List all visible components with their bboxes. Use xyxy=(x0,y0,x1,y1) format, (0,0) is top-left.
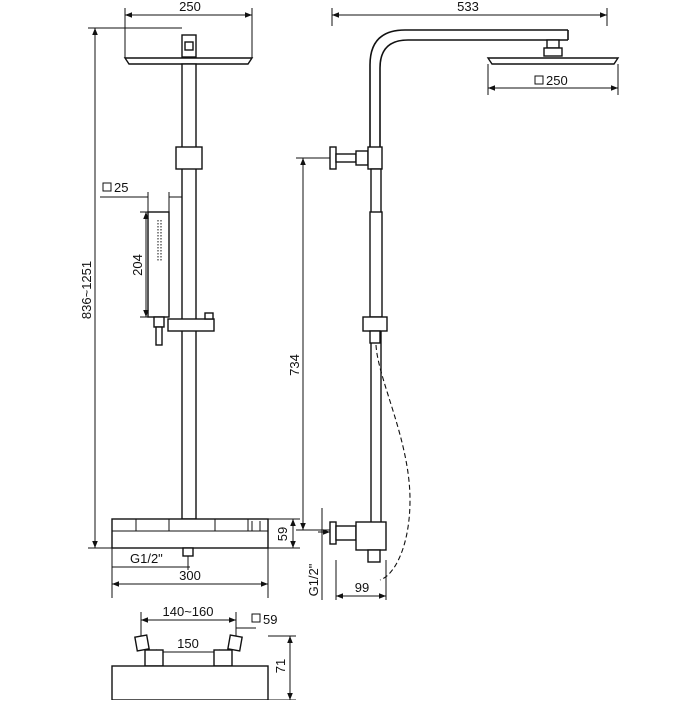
bottom-center-distance-label: 150 xyxy=(177,636,199,651)
bottom-view: 140~160 59 150 71 xyxy=(111,604,296,701)
bottom-mixer-height-label: 71 xyxy=(273,659,288,673)
front-head-width-label: 250 xyxy=(179,0,201,14)
side-mixer-body xyxy=(355,521,387,551)
front-hand-shower-nut xyxy=(153,316,165,328)
front-shower-head xyxy=(123,57,254,65)
square-symbol-icon xyxy=(251,613,261,623)
side-mixer-outlet xyxy=(367,549,381,563)
bottom-right-elbow xyxy=(227,634,243,652)
front-total-height-label: 836~1251 xyxy=(79,261,94,319)
side-hand-shower xyxy=(369,211,383,318)
side-shower-arm-inner xyxy=(379,39,568,150)
bottom-left-connector xyxy=(144,649,164,667)
front-mixer-body xyxy=(111,518,269,549)
side-wall-plate xyxy=(329,146,337,170)
side-riser-height-label: 734 xyxy=(287,354,302,376)
side-wall-offset-label: 99 xyxy=(355,580,369,595)
side-bracket-clamp xyxy=(355,150,369,166)
front-hose-connector xyxy=(155,326,163,346)
front-slide-holder xyxy=(167,318,215,332)
front-mixer-height-label: 59 xyxy=(275,527,290,541)
bottom-mixer-body xyxy=(111,665,269,701)
front-mixer-width-label: 300 xyxy=(179,568,201,583)
bottom-elbow-square-label: 59 xyxy=(263,612,277,627)
front-riser-pipe xyxy=(181,63,197,520)
front-upper-bracket xyxy=(175,146,203,170)
front-inlet-thread-label: G1/2" xyxy=(130,551,163,566)
side-mixer-wall-plate xyxy=(329,521,337,545)
side-arm-reach-label: 533 xyxy=(457,0,479,14)
front-hand-length-label: 204 xyxy=(130,254,145,276)
side-shower-arm-outer xyxy=(369,29,568,150)
square-symbol-icon xyxy=(534,75,544,85)
front-hand-square-label: 25 xyxy=(114,180,128,195)
side-head-connector xyxy=(546,39,560,49)
square-symbol-icon xyxy=(102,182,112,192)
front-head-nut xyxy=(184,41,194,51)
front-mixer-outlet xyxy=(182,547,194,557)
side-head-square-label: 250 xyxy=(546,73,568,88)
side-inlet-thread-label: G1/2" xyxy=(306,563,321,596)
bottom-right-connector xyxy=(213,649,233,667)
bottom-inlet-centers-label: 140~160 xyxy=(163,604,214,619)
side-shower-head xyxy=(486,57,620,65)
side-hose xyxy=(375,344,411,581)
side-slide-holder xyxy=(362,316,388,332)
front-view: 250 25 204 836~1251 xyxy=(79,0,300,598)
front-hand-shower xyxy=(147,211,170,318)
bottom-left-elbow xyxy=(134,634,150,652)
side-view: 533 250 734 xyxy=(287,0,620,600)
